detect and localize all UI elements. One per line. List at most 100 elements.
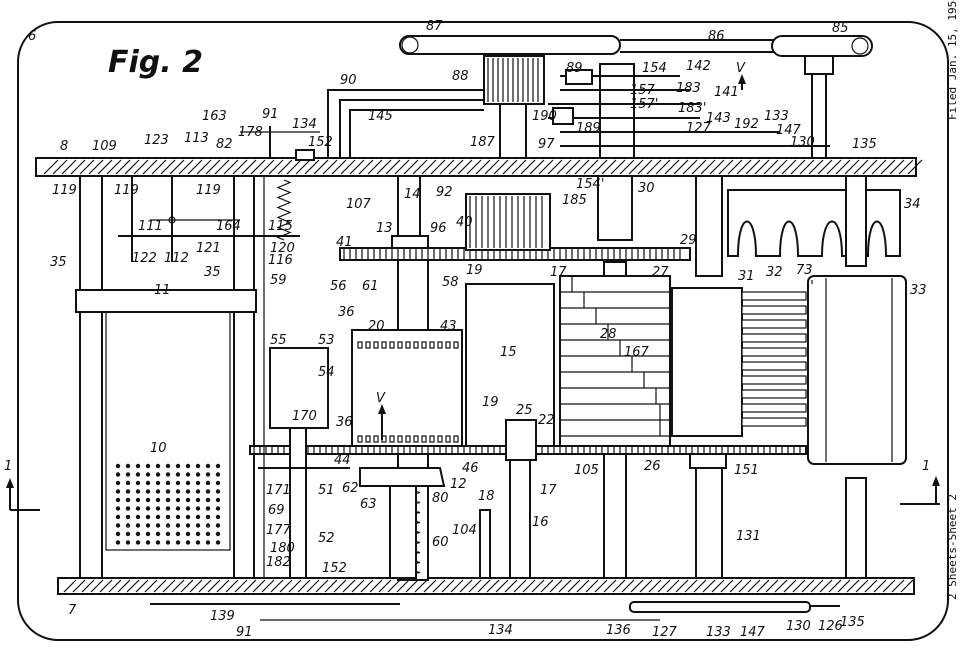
ref-label-55: 55 [270,333,287,348]
ref-label-19a: 19 [466,263,483,278]
ref-label-59: 59 [270,273,287,288]
section-mark-right: 1 [900,459,940,505]
ref-label-130a: 130 [790,135,815,150]
ref-label-36a: 36 [338,305,355,320]
cylinder-20 [351,329,463,455]
ref-label-7: 7 [68,603,77,618]
ref-label-32: 32 [766,265,783,280]
ref-label-52: 52 [318,531,335,546]
drum-88 [483,55,545,159]
ref-label-121: 121 [196,241,221,256]
ref-label-33: 33 [910,283,927,298]
ref-label-180: 180 [270,541,295,556]
ref-label-30: 30 [638,181,655,196]
ref-label-53: 53 [318,333,335,348]
ref-label-127a: 127 [686,121,712,136]
ref-label-154: 154 [642,61,667,76]
ref-label-143: 143 [706,111,731,126]
ref-label-15: 15 [500,345,517,360]
ref-label-54: 54 [318,365,335,380]
ref-label-18: 18 [478,489,495,504]
svg-text:1: 1 [4,459,12,474]
belt-86 [620,39,780,53]
ref-label-183b: 183' [678,101,706,116]
pulley-87 [399,35,621,55]
chamber-11 [75,289,257,551]
ref-label-120: 120 [270,241,295,256]
ref-label-16: 16 [532,515,549,530]
ref-label-189: 189 [576,121,601,136]
ref-label-152b: 152 [322,561,347,576]
top-plate [35,157,923,177]
section-mark-mid: V [376,391,386,440]
ref-label-91a: 91 [262,107,279,122]
ref-label-163: 163 [202,109,227,124]
ref-label-104: 104 [452,523,477,538]
ref-label-122: 122 [132,251,157,266]
ref-label-171: 171 [266,483,291,498]
figure-title: Fig. 2 [108,45,203,80]
ref-label-43: 43 [440,319,457,334]
ref-label-107: 107 [346,197,372,212]
ref-label-123: 123 [144,133,169,148]
ref-label-62: 62 [342,481,359,496]
gear-stack-top [548,63,830,159]
ref-label-134a: 134 [292,117,317,132]
ref-label-36b: 36 [336,415,353,430]
ref-label-51: 51 [318,483,335,498]
ref-label-115: 115 [268,219,293,234]
ref-label-113: 113 [184,131,209,146]
shaft-52 [258,176,350,579]
ref-label-136: 136 [606,623,631,638]
ref-label-170: 170 [292,409,317,424]
ref-label-142: 142 [686,59,711,74]
ref-label-14: 14 [404,187,421,202]
frame [17,21,949,641]
ref-label-157: 157 [630,83,656,98]
bottom-plate [57,577,915,595]
ref-label-112: 112 [164,251,189,266]
ref-label-26: 26 [644,459,661,474]
ref-label-135a: 135 [852,137,877,152]
ref-label-82: 82 [216,137,233,152]
ref-label-13: 13 [376,221,393,236]
ref-label-12: 12 [450,477,467,492]
ref-label-135b: 135 [840,615,865,630]
ref-label-11: 11 [154,283,171,298]
svg-text:V: V [376,391,386,406]
lever-group-left [118,176,300,262]
ref-label-35a: 35 [50,255,67,270]
ref-label-134b: 134 [488,623,513,638]
ref-label-145: 145 [368,109,393,124]
ref-label-31: 31 [738,269,755,284]
ref-label-90: 90 [340,73,357,88]
comb-34 [727,189,901,257]
ref-label-46: 46 [462,461,479,476]
ref-label-22: 22 [538,413,555,428]
ref-label-154b: 154' [576,177,604,192]
svg-text:1: 1 [922,459,930,474]
pulley-85 [771,35,873,159]
ref-label-152a: 152 [308,135,333,150]
ref-label-111: 111 [138,219,163,234]
ref-label-69: 69 [268,503,285,518]
ref-label-131: 131 [736,529,761,544]
section-mark-left: 1 [4,459,40,511]
ref-label-40: 40 [456,215,473,230]
ref-label-61: 61 [362,279,379,294]
ref-label-6: 6 [28,29,36,44]
ref-label-58: 58 [442,275,459,290]
ref-label-86: 86 [708,29,725,44]
ref-label-157b: 157' [630,97,658,112]
post-left-35 [79,175,255,579]
ref-label-89: 89 [566,61,583,76]
spring-115 [276,179,292,241]
ref-label-116: 116 [268,253,293,268]
ref-label-183: 183 [676,81,701,96]
ref-label-17a: 17 [550,265,567,280]
ref-label-109: 109 [92,139,117,154]
ref-label-130b: 130 [786,619,811,634]
ref-label-20: 20 [368,319,385,334]
ref-label-25: 25 [516,403,533,418]
